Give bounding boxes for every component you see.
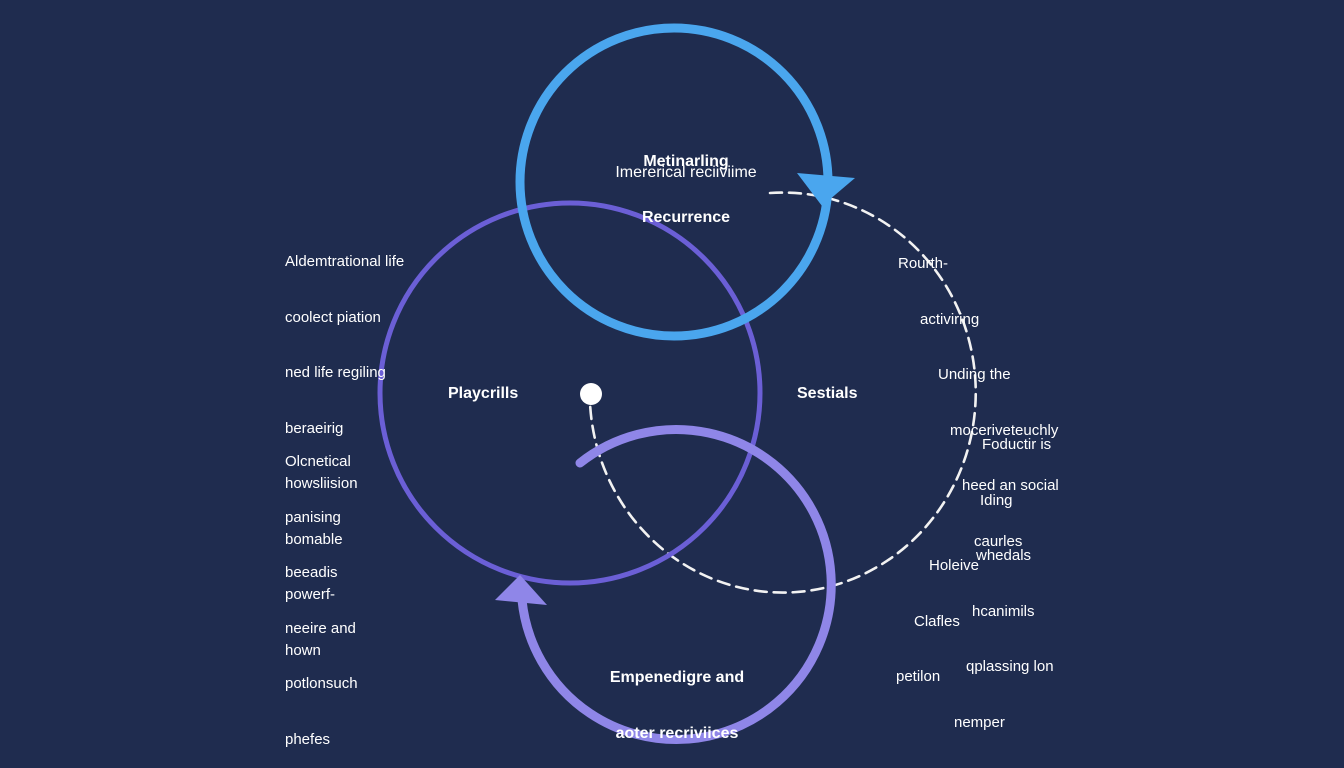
note-line: qplassing lon: [966, 658, 1054, 675]
note-line: petilon: [896, 668, 941, 685]
note-line: Clafles: [914, 612, 960, 630]
dashed-cycle-arc: [588, 191, 978, 594]
left-circle-label: Playcrills: [448, 385, 519, 402]
note-line: neeire and: [285, 619, 356, 637]
right-notes-group1: Rourth- activiring Unding the mocerivete…: [898, 218, 1059, 570]
right-notes-group3: Holeive Clafles petilon: [896, 520, 979, 705]
note-line: moceriveteuchly: [950, 421, 1059, 439]
note-line: powerf-: [285, 586, 336, 603]
note-line: whedals: [976, 547, 1032, 564]
dashed-cycle-label: Sestials: [797, 385, 858, 402]
note-line: Olcnetical: [285, 453, 351, 470]
top-circle-title-line1: Metinarling: [643, 153, 729, 170]
left-notes-upper: Aldemtrational life coolect piation ned …: [285, 216, 404, 679]
note-line: howsliision: [285, 475, 358, 492]
bottom-circle-label: Empenedigre and aoter recriviices: [566, 632, 788, 762]
top-circle-title: Metinarling Recurrence: [574, 116, 798, 246]
bottom-circle-arrowhead: [495, 575, 547, 605]
note-line: phefes: [285, 730, 331, 748]
note-line: hown: [285, 641, 321, 659]
left-notes-lower: Olcnetical panising beeadis neeire and p…: [285, 416, 358, 768]
center-dot: [580, 383, 602, 405]
note-line: Unding the: [938, 366, 1011, 383]
left-circle: [377, 200, 763, 586]
note-line: coolect piation: [285, 308, 381, 326]
note-line: heed an social: [962, 477, 1059, 494]
note-line: activiring: [920, 310, 980, 328]
note-line: bomable: [285, 530, 343, 548]
right-notes-group2: Foductir is Iding whedals hcanimils qpla…: [954, 399, 1054, 751]
note-line: beraeirig: [285, 419, 344, 437]
note-line: hcanimils: [972, 602, 1035, 620]
note-line: ned life regiling: [285, 364, 386, 381]
note-line: Foductir is: [982, 436, 1052, 453]
note-line: Aldemtrational life: [285, 253, 405, 270]
note-line: panising: [285, 508, 341, 526]
top-circle-title-line2: Recurrence: [641, 208, 731, 226]
note-line: nemper: [954, 713, 1005, 731]
note-line: Iding: [980, 491, 1013, 509]
note-line: Rourth-: [898, 255, 949, 272]
top-circle-arrowhead: [797, 173, 855, 206]
note-line: caurles: [974, 532, 1023, 550]
note-line: beeadis: [285, 564, 338, 581]
bottom-circle: [517, 425, 836, 745]
bottom-circle-label-line1: Empenedigre and: [609, 669, 745, 686]
bottom-circle-label-line2: aoter recriviices: [615, 724, 739, 742]
note-line: Holeive: [929, 557, 980, 574]
top-circle-subtitle: Imererical reciiviime: [615, 164, 757, 181]
note-line: potlonsuch: [285, 675, 358, 692]
